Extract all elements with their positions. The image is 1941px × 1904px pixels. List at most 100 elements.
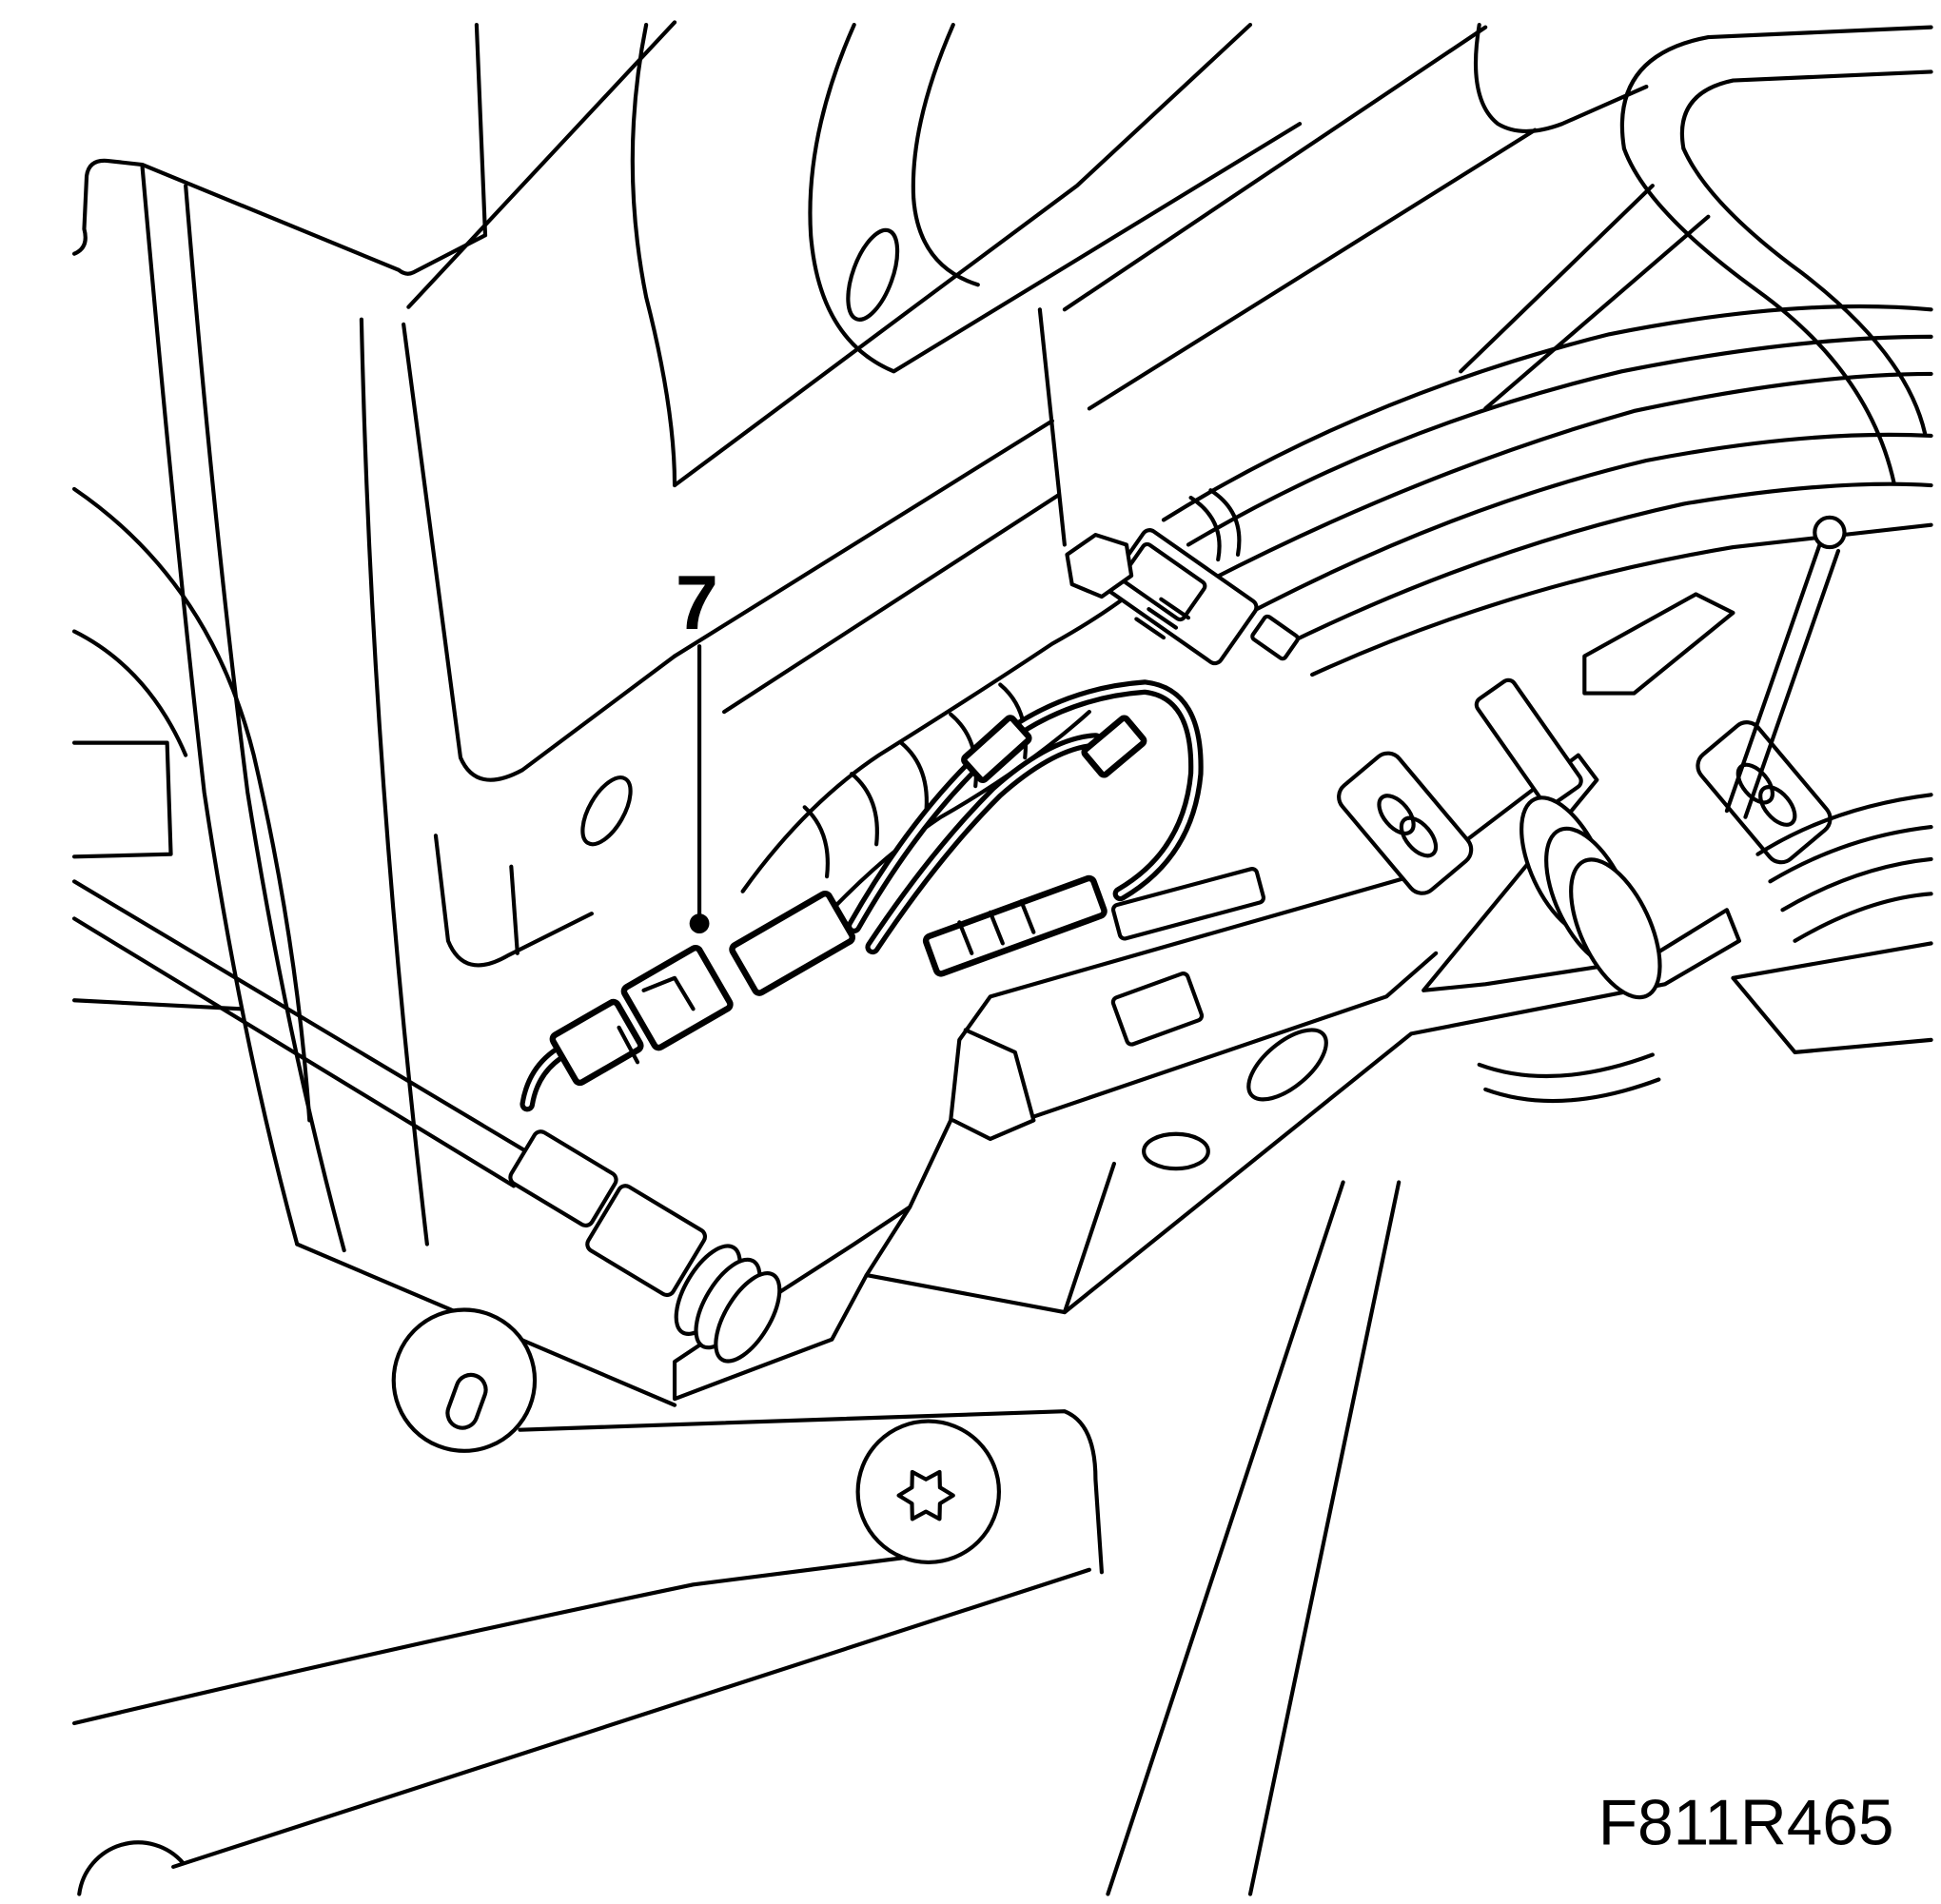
- band-ellipse-hole: [846, 227, 900, 322]
- upper-diagonal-d: [1483, 214, 1711, 411]
- upper-arm: [1474, 515, 1847, 819]
- bracket-outline: [672, 753, 1742, 1402]
- hex-nut: [1065, 532, 1134, 599]
- panel-inner-line-b: [184, 184, 346, 1253]
- wire-sleeve: [961, 715, 1032, 784]
- right-edge-arc-1: [1755, 793, 1933, 856]
- strut-cap: [1813, 515, 1847, 550]
- bolt-holes: [391, 1307, 1002, 1564]
- spring-coil-3: [1569, 857, 1662, 1000]
- upper-diagonal-a: [1062, 25, 1488, 312]
- strut-line-b: [1743, 548, 1841, 819]
- band-diagonal-low: [672, 419, 1054, 658]
- mounting-bracket: [672, 753, 1742, 1402]
- clip-right-hole-b: [1758, 785, 1797, 827]
- torx-star-icon: [896, 1469, 955, 1521]
- bracket-cylinder: [1142, 1131, 1210, 1171]
- tube-ring-2: [850, 772, 879, 847]
- harness-line-1: [1161, 304, 1933, 522]
- sensor-plate: [1110, 867, 1266, 941]
- bracket-inner-edge: [951, 1028, 1036, 1142]
- slanted-rod: [1474, 677, 1583, 808]
- loop-inner-top: [1679, 69, 1933, 151]
- top-right-loop-tube: [1619, 25, 1933, 485]
- connector-pins: [1134, 597, 1191, 640]
- cable-line-upper: [71, 879, 529, 1154]
- lower-plate: [71, 1180, 1402, 1896]
- plate-edge-long: [71, 1547, 968, 1726]
- spring-base: [1483, 1077, 1661, 1104]
- band-tick: [509, 864, 520, 955]
- tube-ring-3: [899, 740, 929, 817]
- wiring-harness-bundle: [1161, 304, 1933, 677]
- strut-line-a: [1724, 542, 1822, 814]
- bracket-fold: [864, 1161, 1116, 1315]
- panel-arc: [71, 486, 312, 1123]
- panel-lower-line: [71, 998, 244, 1011]
- right-edge-arc-4: [1793, 892, 1933, 943]
- connector-7: [520, 890, 856, 1112]
- bracket-clips: [1337, 720, 1833, 895]
- loop-inner-down: [1681, 147, 1928, 436]
- harness-line-2: [1186, 334, 1933, 547]
- right-edge-arc-3: [1780, 856, 1933, 913]
- top-right-tab: [1473, 22, 1649, 133]
- lower-diagonal-b: [1247, 1180, 1402, 1896]
- left-panel: [71, 22, 488, 1253]
- sensor-connector: [922, 867, 1266, 977]
- band-curve-2: [808, 22, 1303, 374]
- clip-right: [1696, 720, 1833, 865]
- panel-inner-line-a: [140, 165, 300, 1246]
- band-curve-top: [630, 22, 677, 488]
- band-slot-hole: [580, 775, 633, 847]
- tube-ring-5: [998, 682, 1029, 760]
- plate-corner-arc: [77, 1840, 186, 1896]
- wire-loop: [846, 679, 1204, 955]
- bracket-inner-line: [1031, 951, 1439, 1119]
- harness-connector-upper: [1065, 528, 1300, 666]
- band-edge-b: [402, 322, 677, 782]
- panel-top-edge: [71, 158, 488, 276]
- callout-dot: [689, 913, 710, 933]
- harness-ring-1: [1188, 495, 1222, 562]
- connector-clip-upper: [1250, 614, 1300, 661]
- harness-line-4: [1235, 432, 1933, 621]
- band-diagonal-low-2: [722, 493, 1061, 715]
- connector-latch-upper: [1120, 541, 1207, 622]
- bracket-slot: [1246, 1028, 1328, 1102]
- lower-diagonal-a: [1106, 1180, 1345, 1896]
- tube-edge-upper: [740, 579, 1147, 893]
- clip-left: [1337, 751, 1474, 895]
- bracket-block: [1110, 972, 1205, 1047]
- wire-second-inner: [870, 737, 1099, 950]
- upper-diagonal-c: [1459, 184, 1655, 374]
- tube-ring-1: [802, 805, 830, 879]
- spring-base-2: [1477, 1052, 1655, 1079]
- connector-7-latch: [617, 975, 696, 1065]
- plate-edge-bottom: [171, 1567, 1091, 1870]
- fitting-body-1: [508, 1129, 618, 1227]
- harness-line-3: [1205, 371, 1933, 584]
- cable-fitting: [71, 879, 782, 1364]
- slot-icon: [445, 1372, 488, 1430]
- clip-left-hole-a: [1377, 794, 1416, 835]
- clip-left-hole-b: [1399, 815, 1439, 858]
- band-curve-3: [911, 22, 980, 287]
- connector-7-housing-a: [729, 890, 856, 996]
- right-edge-arc-2: [1768, 825, 1933, 884]
- loop-outer-down: [1621, 147, 1896, 485]
- panel-notch: [71, 740, 173, 859]
- panel-top-vertical: [474, 22, 488, 238]
- band-edge-c: [433, 834, 594, 968]
- band-diagonal-mid: [672, 22, 1253, 488]
- callout-7: 7: [676, 560, 718, 933]
- upper-arm-plate: [1582, 592, 1735, 696]
- connector-7-housing-b: [620, 944, 734, 1051]
- panel-arc-inner: [71, 629, 188, 757]
- harness-ring-2: [1208, 488, 1242, 557]
- upper-structure: [359, 20, 1711, 1246]
- sensor-connector-body: [922, 874, 1108, 977]
- sensor-connector-ribs: [957, 899, 1036, 955]
